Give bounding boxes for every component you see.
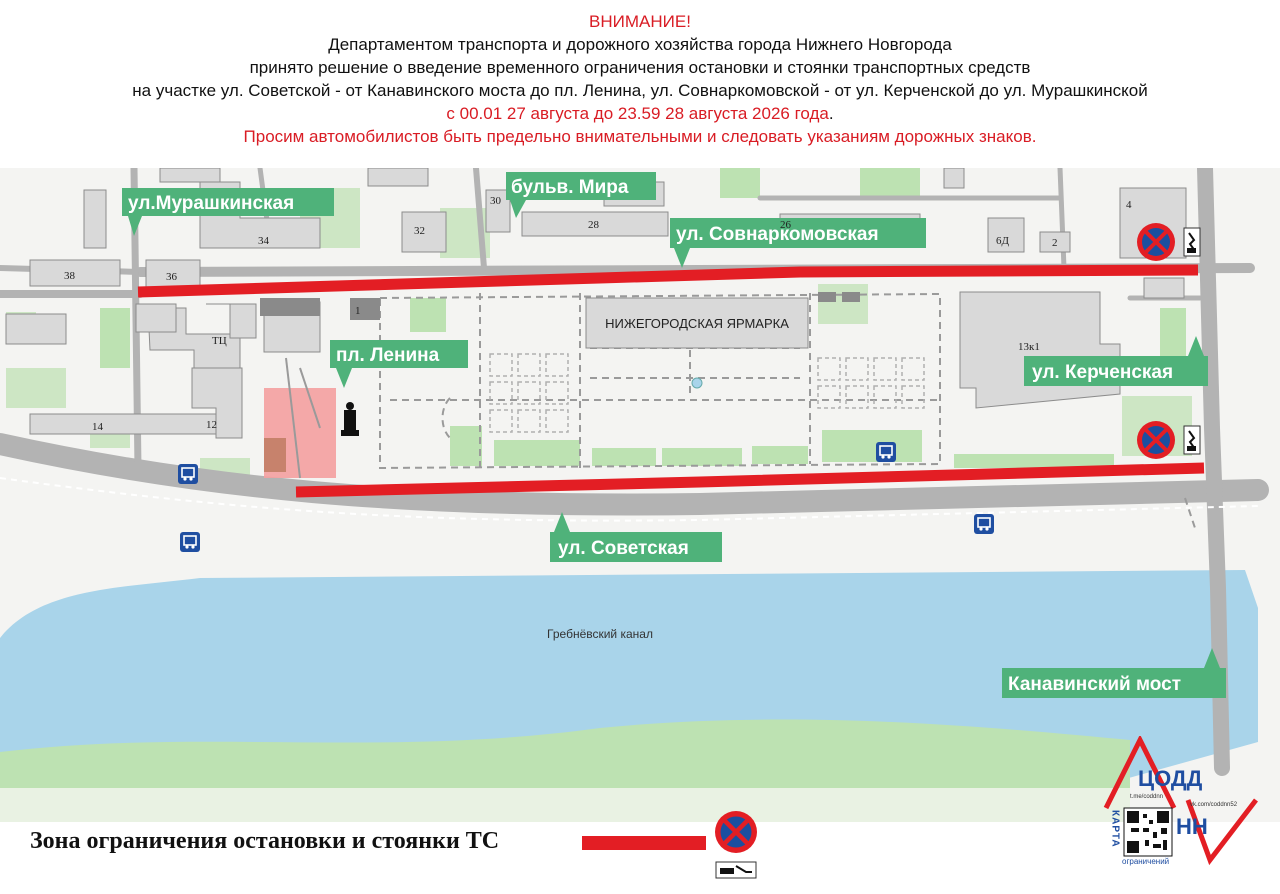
lenina-square-core [264, 438, 286, 472]
street-label-mira: бульв. Мира [506, 172, 656, 218]
street-label-sovetskaya: ул. Советская [550, 512, 722, 562]
legend-sign-group [715, 811, 757, 879]
logo-vertical-label: КАРТА [1110, 810, 1121, 848]
svg-text:пл. Ленина: пл. Ленина [336, 345, 440, 366]
street-label-kanavinsky-bridge: Канавинский мост [1002, 648, 1226, 698]
street-label-murashkinskaya: ул.Мурашкинская [122, 188, 334, 236]
building-number: 2 [1052, 237, 1058, 249]
restriction-map: ул.Мурашкинская бульв. Мира ул. Совнарко… [0, 168, 1280, 822]
building-number: 4 [1126, 199, 1132, 211]
bus-stop-icon [973, 513, 995, 535]
notice-line-1: Департаментом транспорта и дорожного хоз… [328, 35, 952, 54]
logo-small-left: t.me/coddnn [1130, 794, 1163, 800]
monument-icon [341, 402, 359, 436]
legend-restriction-line [582, 836, 706, 850]
fair-label: НИЖЕГОРОДСКАЯ ЯРМАРКА [605, 316, 789, 331]
mall-label: ТЦ [212, 335, 227, 347]
building-number: 36 [166, 271, 178, 283]
bus-stop-icon [875, 441, 897, 463]
building-number: 6Д [996, 235, 1010, 247]
lenina-walkway [285, 357, 301, 479]
notice-line-2: принято решение о введение временного ог… [249, 58, 1031, 77]
green-area [954, 454, 1114, 468]
logo-triangle [1103, 736, 1258, 866]
lenina-walkway [299, 367, 321, 429]
green-area [752, 446, 808, 464]
building-number: 38 [64, 270, 76, 282]
dark-building [350, 298, 380, 320]
green-area [100, 308, 130, 368]
svg-text:ул.Мурашкинская: ул.Мурашкинская [128, 193, 294, 214]
green-area [410, 298, 446, 332]
green-area [450, 426, 482, 466]
svg-text:ул. Советская: ул. Советская [558, 538, 689, 559]
small-building [818, 292, 836, 302]
notice-period-suffix: . [828, 104, 834, 123]
logo-brand: ЦОДД [1138, 766, 1203, 791]
south-bank-strip [0, 788, 1130, 822]
codd-logo: ЦОДД t.me/coddnn vk.com/coddnn52 КАРТА Н… [1103, 736, 1258, 866]
pedestrian-grid [489, 353, 925, 433]
svg-text:Канавинский мост: Канавинский мост [1008, 674, 1181, 695]
restriction-zone-sovnarkomovskaya [137, 264, 1199, 298]
bus-stop-icon [179, 531, 201, 553]
notice-period: с 00.01 27 августа до 23.59 28 августа 2… [446, 104, 829, 123]
tow-truck-icon [1183, 425, 1201, 455]
notice-line-3: на участке ул. Советской - от Канавинско… [132, 81, 1148, 100]
building-number: 13к1 [1018, 341, 1040, 353]
green-area [822, 430, 922, 462]
street-label-lenina: пл. Ленина [330, 340, 468, 388]
fountain-icon [691, 377, 703, 389]
svg-text:ул. Керченская: ул. Керченская [1032, 362, 1173, 383]
green-area [494, 440, 580, 466]
building-number: 14 [92, 421, 104, 433]
street-label-kerchenskaya: ул. Керченская [1024, 336, 1208, 386]
no-stopping-sign-icon [1135, 419, 1177, 461]
notice-title: ВНИМАНИЕ! [589, 12, 691, 31]
restriction-zone-sovetskaya [295, 462, 1205, 498]
legend-label: Зона ограничения остановки и стоянки ТС [30, 828, 500, 854]
canal-label: Гребнёвский канал [547, 627, 653, 641]
building-number: 26 [780, 219, 792, 231]
green-area [592, 448, 656, 466]
building-number: 34 [258, 235, 270, 247]
dark-building [260, 298, 320, 316]
road-edge-line [0, 477, 1259, 522]
tow-truck-icon [1183, 227, 1201, 257]
green-area [818, 284, 868, 324]
small-building [842, 292, 860, 302]
green-area [720, 168, 760, 198]
logo-abbr: НН [1176, 814, 1208, 839]
svg-text:ул. Совнаркомовская: ул. Совнаркомовская [676, 224, 879, 245]
no-stopping-sign-icon [1135, 221, 1177, 263]
building-number: 32 [414, 225, 425, 237]
green-area [6, 368, 66, 408]
building-number: 28 [588, 219, 600, 231]
building-number: 12 [206, 419, 217, 431]
logo-small-right: vk.com/coddnn52 [1190, 802, 1238, 808]
notice-period-line: с 00.01 27 августа до 23.59 28 августа 2… [0, 102, 1280, 125]
no-stopping-sign-icon [715, 811, 757, 853]
svg-text:бульв. Мира: бульв. Мира [511, 177, 629, 198]
building-number: 30 [490, 195, 502, 207]
green-area [662, 448, 742, 466]
qr-code-icon [1123, 807, 1173, 857]
notice-header: ВНИМАНИЕ! Департаментом транспорта и дор… [0, 10, 1280, 148]
bus-stop-icon [177, 463, 199, 485]
building-number: 1 [355, 305, 361, 317]
notice-appeal: Просим автомобилистов быть предельно вни… [243, 127, 1037, 146]
street-label-sovnarkomovskaya: ул. Совнаркомовская [670, 218, 926, 268]
logo-caption: ограничений [1122, 857, 1169, 866]
green-area [860, 168, 920, 198]
tow-truck-icon [715, 861, 757, 879]
